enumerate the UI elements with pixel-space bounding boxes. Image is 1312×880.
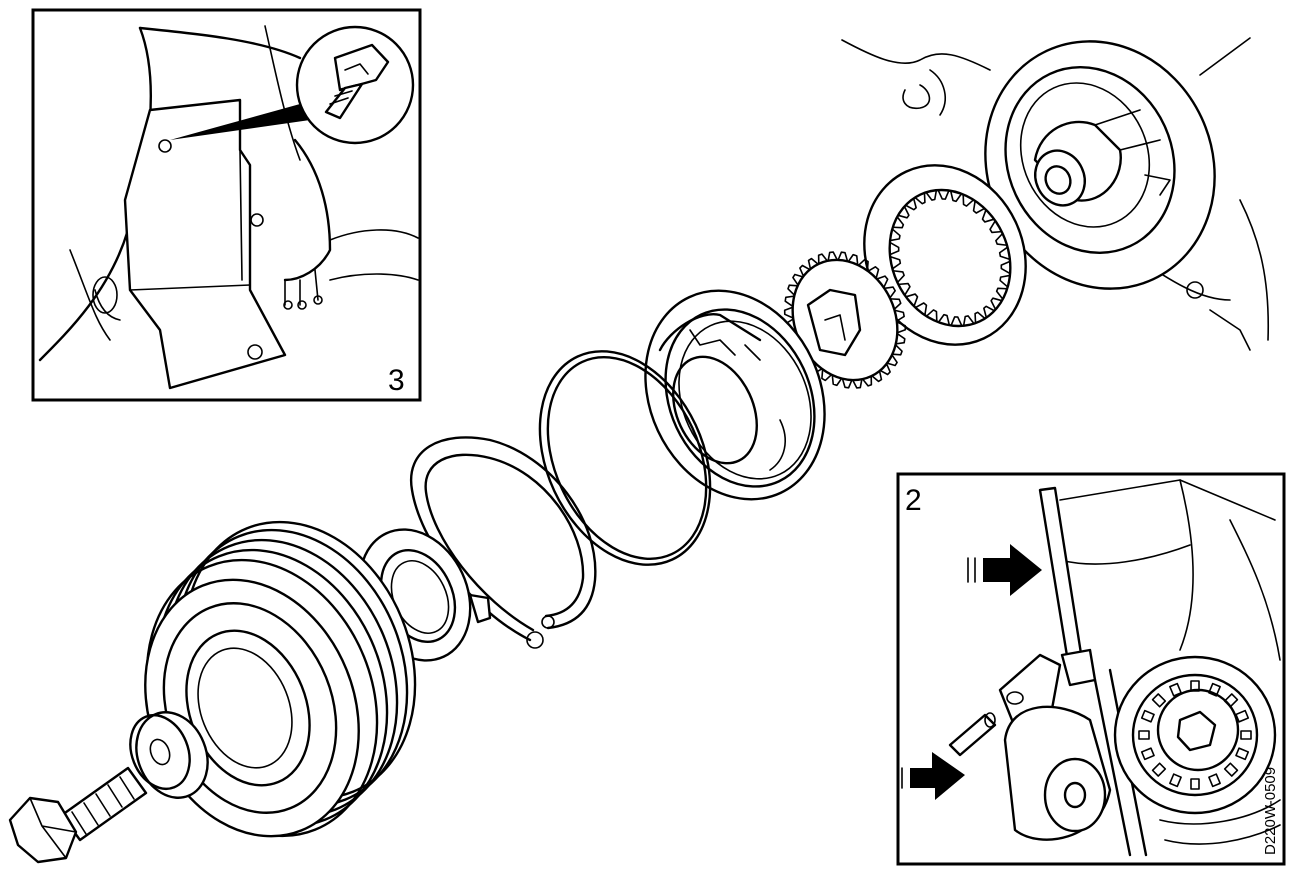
gear-tooth <box>998 246 1011 261</box>
inset-2-number: 2 <box>905 484 922 517</box>
pulley <box>144 520 417 838</box>
gear-tooth <box>889 228 901 242</box>
gear-tooth <box>914 302 928 316</box>
gear-tooth <box>889 255 902 270</box>
pulley-slot <box>1223 693 1239 708</box>
gear-tooth <box>831 374 843 387</box>
gear-tooth <box>893 309 905 322</box>
gear-tooth <box>792 273 804 286</box>
pulley-slot <box>1140 747 1155 761</box>
inset-3: 3 <box>31 8 422 402</box>
gear-tooth <box>962 315 975 327</box>
gear-tooth <box>904 197 917 211</box>
gear-tooth <box>925 309 938 323</box>
gear-tooth <box>983 305 996 319</box>
gear-tooth <box>879 363 891 376</box>
gear-tooth <box>990 297 1003 311</box>
gear-tooth <box>886 354 898 367</box>
pulley-slot <box>1140 709 1155 723</box>
arrow-right-icon <box>901 752 965 800</box>
pulley-slot <box>1208 682 1221 697</box>
pulley-slot <box>1138 730 1150 740</box>
gear-tooth <box>892 216 905 229</box>
gear-tooth <box>821 368 833 382</box>
gear-tooth <box>883 286 896 299</box>
gear-tooth <box>937 313 951 326</box>
gear-tooth <box>999 274 1011 288</box>
gear-tooth <box>937 189 950 200</box>
gear-tooth <box>995 287 1008 300</box>
pulley-slot <box>1208 773 1221 788</box>
gear-tooth <box>950 316 963 327</box>
gear-tooth <box>962 193 975 207</box>
pulley-slot <box>1190 778 1200 790</box>
gear-tooth <box>1000 260 1011 275</box>
gear-tooth <box>897 282 911 296</box>
gear-tooth <box>905 293 919 307</box>
gear-tooth <box>851 378 863 389</box>
gear-tooth <box>783 306 794 319</box>
pulley-slot <box>1240 730 1252 740</box>
gear-tooth <box>787 284 799 297</box>
gear-tooth <box>897 205 910 219</box>
inset-3-number: 3 <box>388 364 405 397</box>
gear-tooth <box>827 251 839 262</box>
gear-tooth <box>891 343 903 356</box>
pulley-slot <box>1169 682 1182 697</box>
figure-code: D220W-0509 <box>1262 767 1279 855</box>
gear-tooth <box>949 190 963 203</box>
gear-tooth <box>889 241 900 256</box>
gear-tooth <box>974 311 986 324</box>
spline-ring <box>863 164 1027 346</box>
gear-tooth <box>784 295 796 308</box>
bolt <box>8 766 148 864</box>
gear-tooth <box>847 253 859 266</box>
pulley-slot <box>1235 709 1250 723</box>
pulley-slot <box>1151 693 1167 708</box>
washer <box>129 711 209 799</box>
gear-tooth <box>837 251 849 263</box>
inset-2: 2 D220W-0509 <box>896 472 1286 866</box>
engine-housing <box>841 37 1270 351</box>
gear-tooth <box>995 232 1008 247</box>
gear-tooth <box>894 332 906 345</box>
gear-tooth <box>989 220 1003 234</box>
gear-tooth <box>799 264 811 277</box>
gear-tooth <box>914 192 926 205</box>
gear-tooth <box>857 258 869 272</box>
inset-2-drawing <box>948 479 1281 857</box>
pulley-slot <box>1223 762 1239 777</box>
pulley-slot <box>1235 747 1250 761</box>
gear-tooth <box>876 275 889 289</box>
clutch-hub <box>644 289 826 501</box>
gear-tooth <box>892 269 905 284</box>
gear-tooth <box>889 298 902 311</box>
gear-tooth <box>817 253 829 265</box>
gear-tooth <box>896 321 907 334</box>
gear-tooth <box>867 266 880 280</box>
gear-tooth <box>871 370 883 383</box>
arrow-right-icon <box>967 544 1042 596</box>
gear-tooth <box>981 209 995 223</box>
pulley-slot <box>1169 773 1182 788</box>
pulley-slot <box>1190 680 1200 692</box>
gear-tooth <box>841 377 853 389</box>
gear-tooth <box>807 257 819 270</box>
gear-tooth <box>861 375 873 387</box>
pulley-slot <box>1151 762 1167 777</box>
gear-tooth <box>972 200 986 214</box>
inset-3-drawing <box>38 25 419 390</box>
gear-tooth <box>925 189 938 201</box>
